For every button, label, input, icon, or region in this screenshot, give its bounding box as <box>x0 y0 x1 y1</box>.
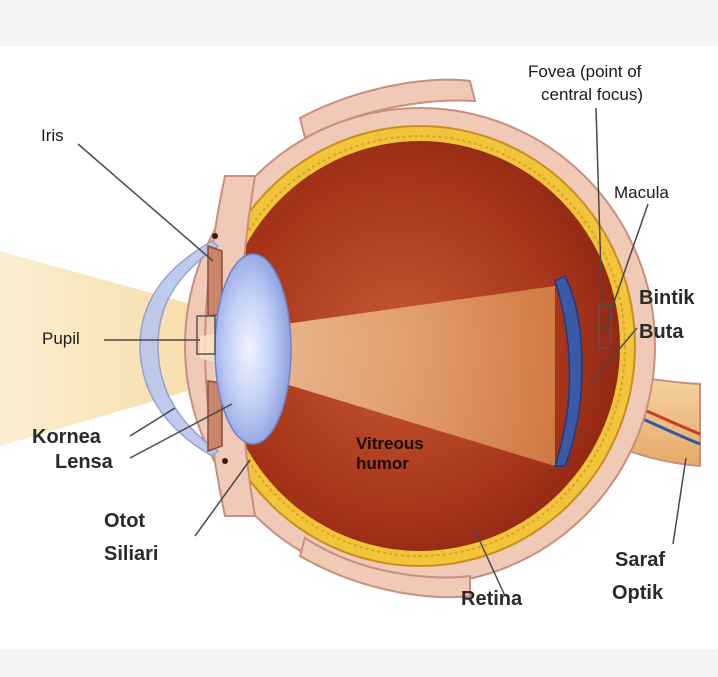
label-vitreous: Vitreous <box>356 434 424 453</box>
label-humor: humor <box>356 454 409 473</box>
label-fovea-line2: central focus) <box>541 85 644 104</box>
ciliary-dot-bottom <box>222 458 228 464</box>
lens <box>214 253 292 445</box>
label-siliari: Siliari <box>104 543 159 565</box>
leader-macula <box>603 203 649 332</box>
label-retina: Retina <box>461 588 523 610</box>
label-buta: Buta <box>639 321 684 343</box>
leader-saraf <box>672 457 687 545</box>
label-macula: Macula <box>614 183 669 202</box>
label-lensa: Lensa <box>55 451 113 473</box>
eye-cross-section <box>0 78 701 599</box>
label-fovea-line1: Fovea (point of <box>528 62 642 81</box>
leader-otot <box>194 459 251 537</box>
label-optik: Optik <box>612 582 664 604</box>
muscle-bottom <box>298 536 471 599</box>
fovea-marker <box>598 303 612 349</box>
ciliary-dot-top <box>212 233 218 239</box>
label-pupil: Pupil <box>42 329 80 348</box>
leader-kornea <box>129 407 176 437</box>
pupil-marker <box>196 315 216 355</box>
label-kornea: Kornea <box>32 426 101 448</box>
leader-retina <box>472 525 506 597</box>
label-otot: Otot <box>104 510 146 532</box>
label-saraf: Saraf <box>615 549 666 571</box>
leader-lensa <box>129 403 233 459</box>
retina-inner-edge <box>214 135 626 557</box>
leader-bintik <box>589 327 638 385</box>
leader-fovea <box>595 107 603 309</box>
cornea <box>139 240 220 457</box>
macula-strip <box>553 274 583 467</box>
diagram-panel: Iris Pupil Kornea Lensa Otot Siliari Fov… <box>0 46 718 649</box>
label-bintik: Bintik <box>639 287 695 309</box>
muscle-top <box>298 78 477 140</box>
label-iris: Iris <box>41 126 64 145</box>
leader-iris <box>77 143 214 262</box>
